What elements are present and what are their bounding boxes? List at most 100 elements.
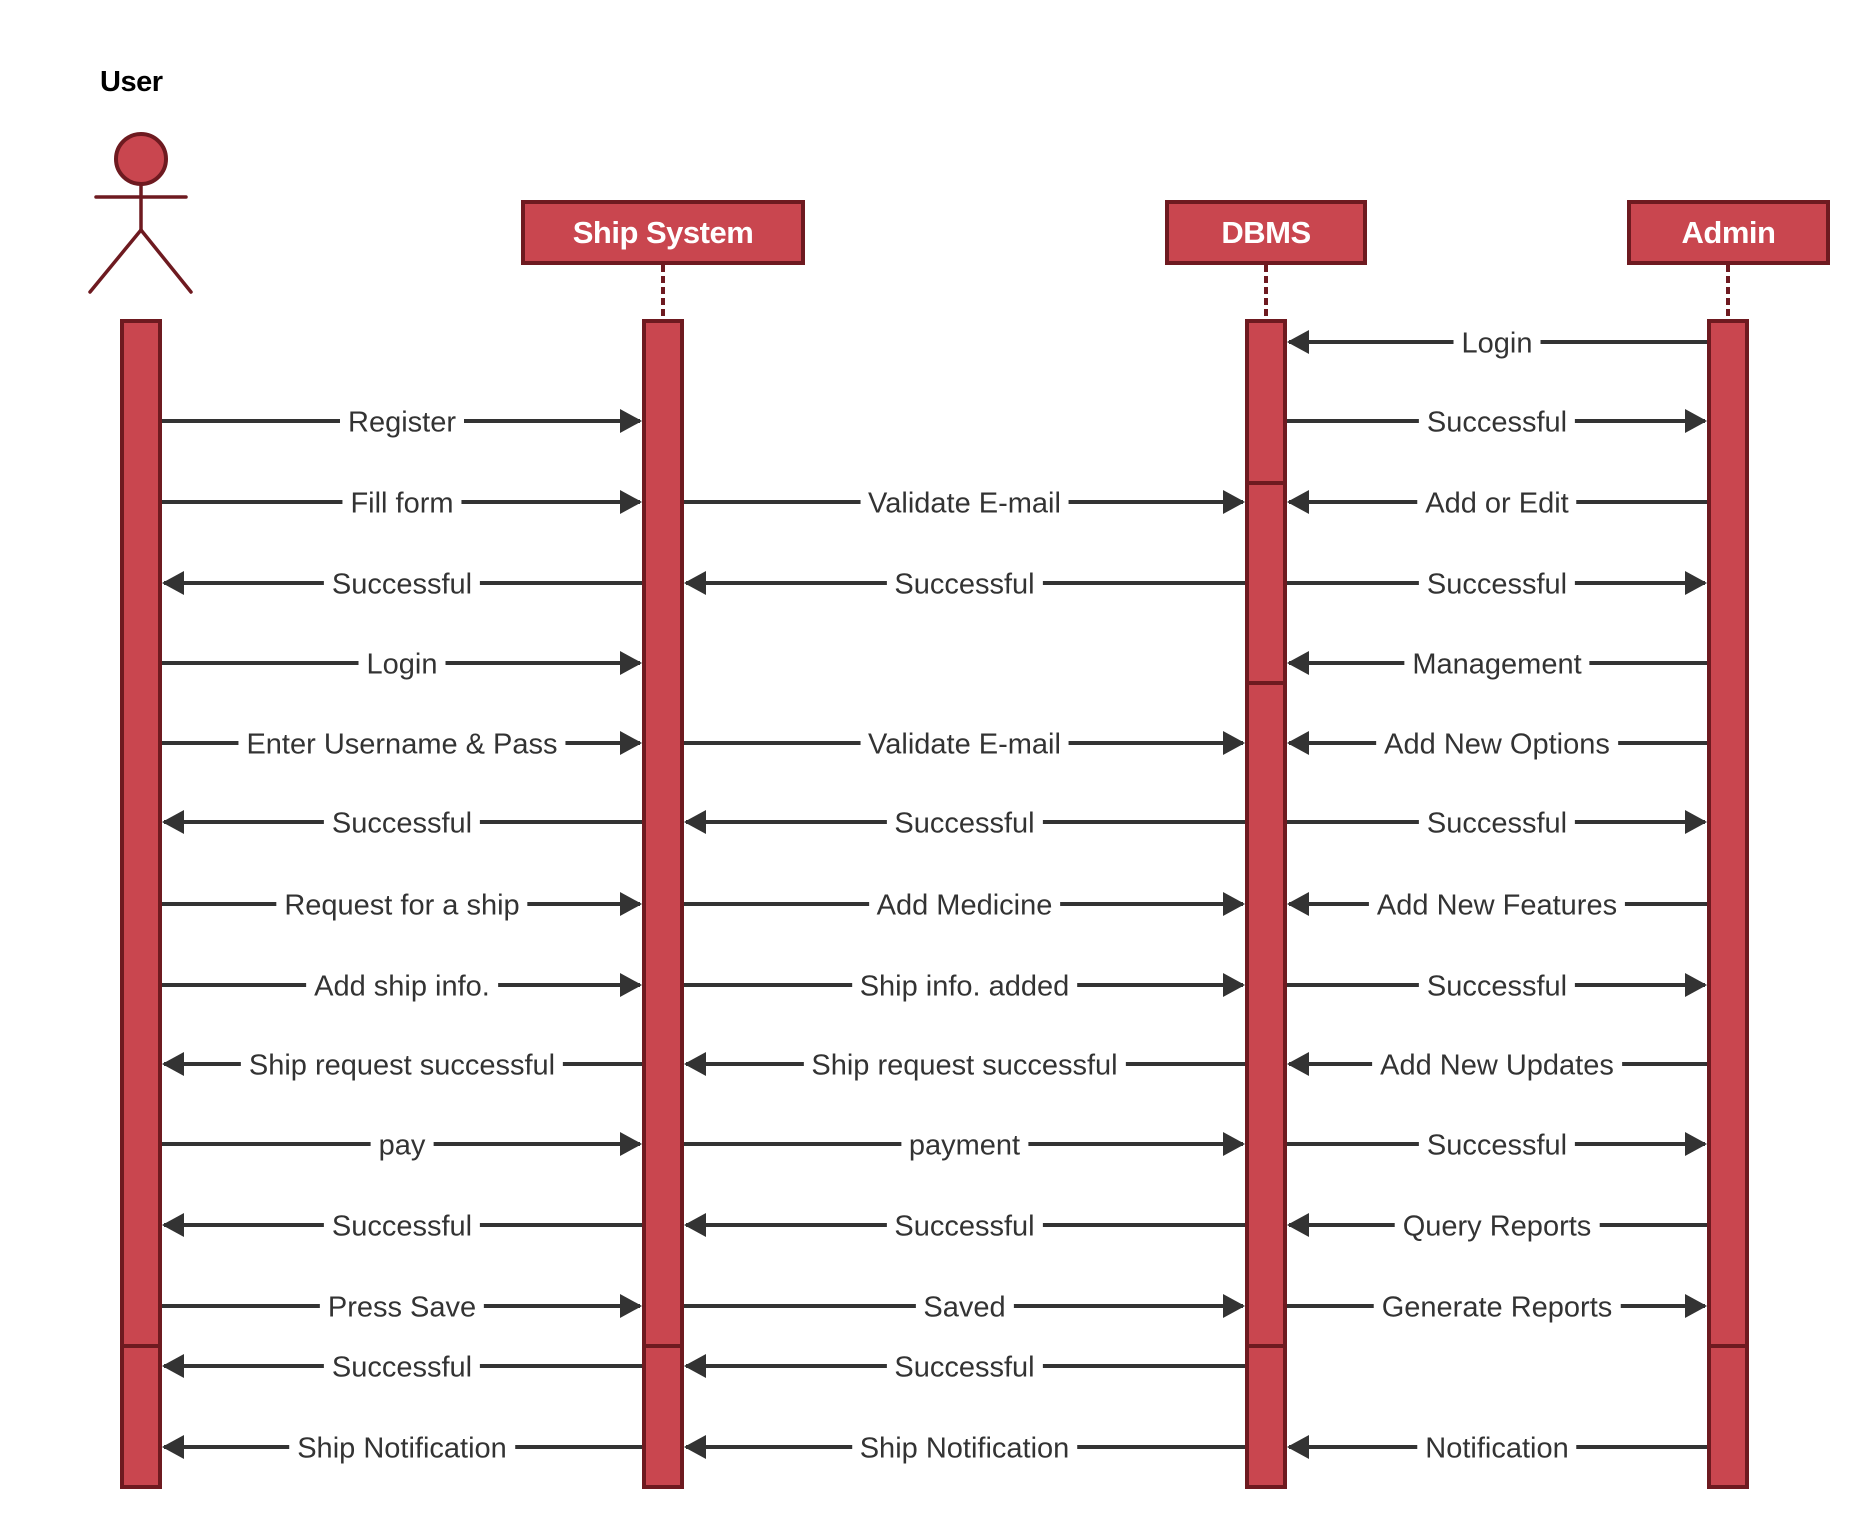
message-label: payment <box>900 1131 1029 1161</box>
arrowhead-icon <box>162 571 184 595</box>
message-label: pay <box>370 1131 434 1161</box>
activation-bar-admin <box>1707 1344 1749 1489</box>
message-label: Successful <box>886 1353 1043 1383</box>
activation-bar-user <box>120 1344 162 1489</box>
message-label: Validate E-mail <box>860 730 1069 760</box>
message-label: Successful <box>886 809 1043 839</box>
actor-left-leg <box>88 228 143 294</box>
actor-label-user: User <box>100 66 163 98</box>
arrowhead-icon <box>1223 1294 1245 1318</box>
participant-ship: Ship System <box>521 200 805 265</box>
message-label: Add New Updates <box>1372 1051 1622 1081</box>
arrowhead-icon <box>620 1294 642 1318</box>
activation-bars <box>120 319 1749 1489</box>
message-label: Successful <box>1418 570 1576 600</box>
arrowhead-icon <box>620 409 642 433</box>
arrowhead-icon <box>162 1354 184 1378</box>
message-label: Management <box>1404 650 1590 680</box>
message-label: Request for a ship <box>276 891 528 921</box>
activation-bar-ship <box>642 319 684 1348</box>
message-label: Notification <box>1417 1434 1577 1464</box>
message-label: Add ship info. <box>306 972 498 1002</box>
arrowhead-icon <box>1223 973 1245 997</box>
participant-dbms: DBMS <box>1165 200 1367 265</box>
arrowhead-icon <box>1223 731 1245 755</box>
activation-bar-dbms <box>1245 319 1287 485</box>
message-label: Successful <box>323 809 481 839</box>
lifelines <box>661 265 1730 321</box>
arrowhead-icon <box>620 892 642 916</box>
arrowhead-icon <box>1685 973 1707 997</box>
arrowhead-icon <box>1287 1213 1309 1237</box>
arrowhead-icon <box>162 1213 184 1237</box>
message-label: Generate Reports <box>1373 1293 1621 1323</box>
activation-bar-admin <box>1707 319 1749 1348</box>
actor-head <box>114 132 168 186</box>
arrowhead-icon <box>1223 892 1245 916</box>
arrowhead-icon <box>620 490 642 514</box>
actor-right-leg <box>139 228 193 294</box>
message-label: Ship request successful <box>803 1051 1126 1081</box>
message-label: Query Reports <box>1394 1212 1600 1242</box>
message-label: Add or Edit <box>1417 489 1577 519</box>
message-label: Fill form <box>342 489 462 519</box>
message-label: Login <box>1453 329 1541 359</box>
message-label: Login <box>358 650 446 680</box>
message-label: Ship info. added <box>851 972 1078 1002</box>
arrowhead-icon <box>1287 731 1309 755</box>
arrowhead-icon <box>1685 810 1707 834</box>
message-label: Successful <box>886 570 1043 600</box>
activation-bar-ship <box>642 1344 684 1489</box>
message-label: Register <box>340 408 464 438</box>
arrowhead-icon <box>684 1354 706 1378</box>
message-label: Successful <box>1418 972 1576 1002</box>
message-label: Add Medicine <box>868 891 1061 921</box>
arrowhead-icon <box>620 973 642 997</box>
message-label: Add New Options <box>1376 730 1618 760</box>
arrowhead-icon <box>620 651 642 675</box>
activation-bar-dbms <box>1245 481 1287 685</box>
arrowhead-icon <box>1287 330 1309 354</box>
message-label: Successful <box>323 570 481 600</box>
arrowhead-icon <box>1287 1052 1309 1076</box>
arrowhead-icon <box>1685 571 1707 595</box>
arrowhead-icon <box>1287 490 1309 514</box>
arrowhead-icon <box>1223 1132 1245 1156</box>
arrowhead-icon <box>1287 892 1309 916</box>
message-label: Successful <box>1418 408 1576 438</box>
message-label: Successful <box>323 1353 481 1383</box>
participant-admin: Admin <box>1627 200 1830 265</box>
arrowhead-icon <box>1287 651 1309 675</box>
message-label: Successful <box>1418 1131 1576 1161</box>
arrowhead-icon <box>1287 1435 1309 1459</box>
activation-bar-dbms <box>1245 681 1287 1348</box>
arrowhead-icon <box>620 1132 642 1156</box>
message-label: Successful <box>886 1212 1043 1242</box>
activation-bar-user <box>120 319 162 1348</box>
user-actor-icon <box>88 132 193 294</box>
message-label: Enter Username & Pass <box>238 730 566 760</box>
message-label: Ship Notification <box>289 1434 515 1464</box>
arrowhead-icon <box>620 731 642 755</box>
arrowhead-icon <box>684 1435 706 1459</box>
arrowhead-icon <box>162 1435 184 1459</box>
arrowhead-icon <box>162 810 184 834</box>
message-label: Successful <box>323 1212 481 1242</box>
message-label: Ship Notification <box>851 1434 1078 1464</box>
arrowhead-icon <box>1223 490 1245 514</box>
arrowhead-icon <box>684 1052 706 1076</box>
message-label: Validate E-mail <box>860 489 1069 519</box>
arrowhead-icon <box>684 810 706 834</box>
activation-bar-dbms <box>1245 1344 1287 1489</box>
arrowhead-icon <box>684 1213 706 1237</box>
arrowhead-icon <box>1685 1132 1707 1156</box>
arrowhead-icon <box>1685 1294 1707 1318</box>
message-label: Saved <box>915 1293 1014 1323</box>
arrowhead-icon <box>1685 409 1707 433</box>
arrowhead-icon <box>684 571 706 595</box>
message-label: Add New Features <box>1368 891 1626 921</box>
message-label: Press Save <box>319 1293 485 1323</box>
arrowhead-icon <box>162 1052 184 1076</box>
message-label: Successful <box>1418 809 1576 839</box>
message-label: Ship request successful <box>240 1051 564 1081</box>
